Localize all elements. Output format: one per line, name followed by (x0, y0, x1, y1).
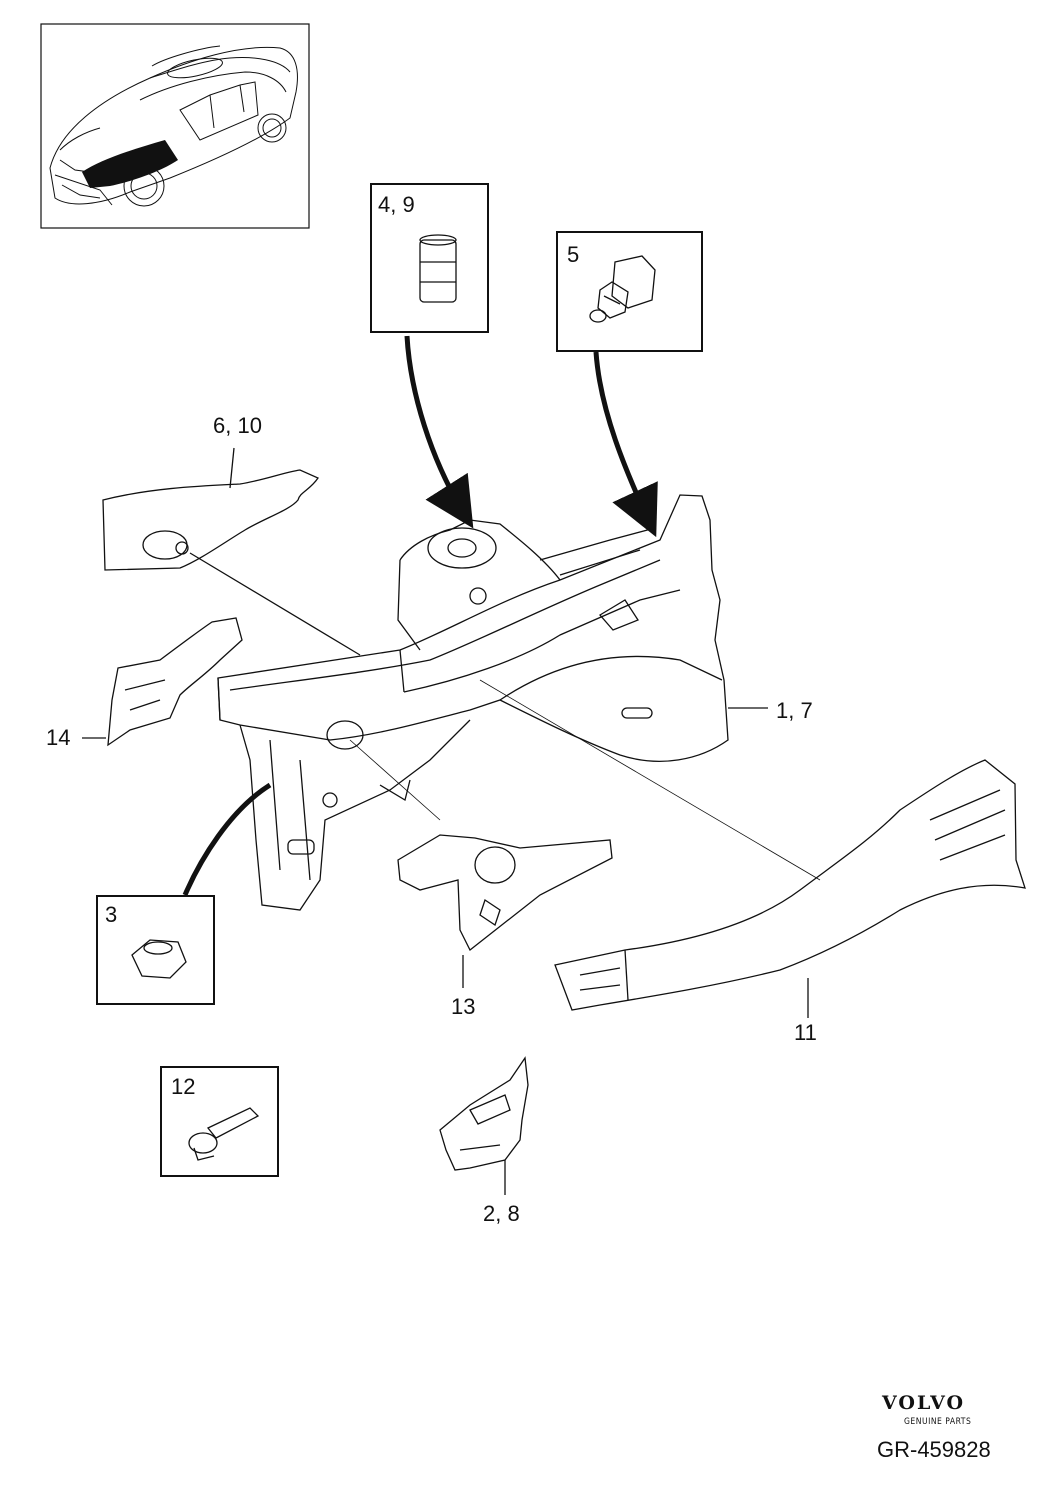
part-box-3 (96, 895, 215, 1005)
callout-1-7: 1, 7 (776, 698, 813, 723)
part-box-5 (556, 231, 703, 352)
arrow-4-9 (404, 335, 474, 529)
genuine-parts-label: GENUINE PARTS (904, 1417, 972, 1427)
arrow-3 (182, 782, 272, 896)
part-box-4-9 (370, 183, 489, 333)
callout-11: 11 (794, 1020, 817, 1045)
part-box-12 (160, 1066, 279, 1177)
callout-6-10: 6, 10 (213, 413, 262, 438)
callout-3: 3 (105, 902, 118, 927)
grommet-icon (589, 255, 656, 323)
highlighted-area (82, 140, 178, 188)
diagram-reference: GR-459828 (877, 1437, 991, 1462)
leader-11-ref (479, 679, 821, 881)
part-6-10-panel (102, 447, 361, 656)
callout-4-9: 4, 9 (378, 192, 415, 217)
part-13 (397, 834, 613, 988)
callout-2-8: 2, 8 (483, 1201, 520, 1226)
part-14 (82, 617, 243, 747)
main-frame-assembly (217, 494, 768, 911)
car-overview-inset (40, 23, 310, 229)
part-2-8 (439, 1056, 529, 1195)
part-11-rail (554, 759, 1026, 1018)
car-overview-icon (49, 45, 298, 207)
sleeve-icon (419, 234, 457, 303)
callout-5: 5 (567, 242, 580, 267)
callout-12: 12 (171, 1074, 196, 1099)
bolt-icon (188, 1107, 260, 1161)
leader-13-ref (349, 739, 441, 821)
volvo-logo: VOLVO (882, 1392, 966, 1414)
callout-14: 14 (46, 725, 71, 750)
arrow-5 (593, 351, 658, 538)
nut-icon (131, 939, 187, 979)
callout-13: 13 (451, 994, 476, 1019)
